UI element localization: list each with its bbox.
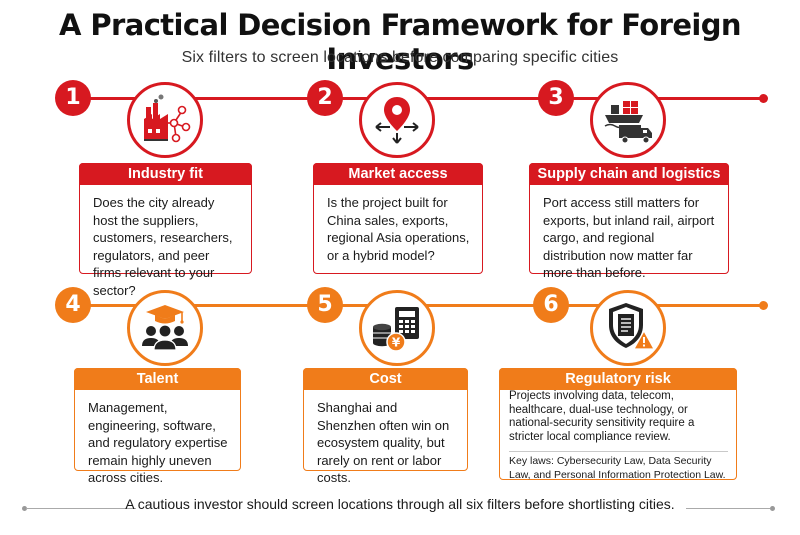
card-industry-fit: Industry fit Does the city already host … xyxy=(79,163,252,298)
card-market-access: Market access Is the project built for C… xyxy=(313,163,483,274)
card-text: Shanghai and Shenzhen often win on ecosy… xyxy=(317,400,450,485)
card-note: Key laws: Cybersecurity Law, Data Securi… xyxy=(509,455,726,481)
icon-circle-1 xyxy=(127,82,203,158)
graduation-people-icon xyxy=(142,305,188,351)
step-number-5: 5 xyxy=(307,287,343,323)
card-talent: Talent Management, engineering, software… xyxy=(74,368,241,485)
card-text: Does the city already host the suppliers… xyxy=(93,195,233,298)
icon-circle-3 xyxy=(590,82,666,158)
card-text: Management, engineering, software, and r… xyxy=(88,400,228,485)
step-number-4: 4 xyxy=(55,287,91,323)
coins-calculator-icon: ¥ xyxy=(373,307,419,352)
card-supply-chain: Supply chain and logistics Port access s… xyxy=(529,163,729,280)
svg-text:¥: ¥ xyxy=(392,336,401,350)
icon-circle-2 xyxy=(359,82,435,158)
card-text: Is the project built for China sales, ex… xyxy=(327,195,470,263)
factory-network-icon xyxy=(144,94,191,143)
card-title: Supply chain and logistics xyxy=(529,163,729,185)
card-text: Port access still matters for exports, b… xyxy=(543,195,715,280)
card-title: Regulatory risk xyxy=(499,368,737,390)
icon-circle-6 xyxy=(590,290,666,366)
card-title: Talent xyxy=(74,368,241,390)
card-cost: Cost Shanghai and Shenzhen often win on … xyxy=(303,368,468,485)
page-subtitle: Six filters to screen locations before c… xyxy=(181,49,619,66)
ship-truck-icon xyxy=(604,101,652,144)
shield-document-warning-icon xyxy=(609,303,656,350)
step-number-3: 3 xyxy=(538,80,574,116)
card-title: Industry fit xyxy=(79,163,252,185)
icon-circle-4 xyxy=(127,290,203,366)
step-number-2: 2 xyxy=(307,80,343,116)
step-number-6: 6 xyxy=(533,287,569,323)
footer-text: A cautious investor should screen locati… xyxy=(125,496,675,512)
footer-dot-right xyxy=(770,506,775,511)
card-divider xyxy=(509,451,728,452)
page-title: A Practical Decision Framework for Forei… xyxy=(59,8,742,76)
timeline-endpoint xyxy=(759,301,768,310)
card-regulatory-risk: Regulatory risk Projects involving data,… xyxy=(499,368,737,481)
card-text: Projects involving data, telecom, health… xyxy=(509,390,695,443)
icon-circle-5: ¥ xyxy=(359,290,435,366)
footer-dot-left xyxy=(22,506,27,511)
card-title: Market access xyxy=(313,163,483,185)
footer-line-right xyxy=(686,508,770,509)
step-number-1: 1 xyxy=(55,80,91,116)
timeline-endpoint xyxy=(759,94,768,103)
location-pin-arrows-icon xyxy=(375,97,419,144)
footer-line-left xyxy=(26,508,136,509)
card-title: Cost xyxy=(303,368,468,390)
